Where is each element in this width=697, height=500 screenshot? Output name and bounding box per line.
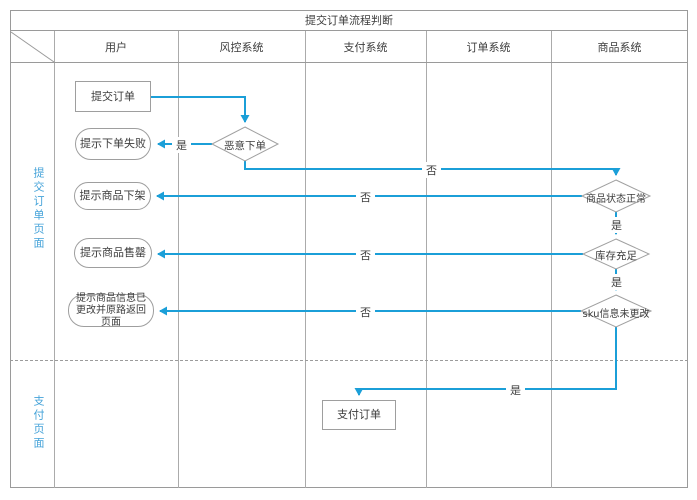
- edge-label-no: 否: [356, 247, 375, 263]
- lane-header-risk-system: 风控系统: [219, 40, 264, 54]
- header-bottom-border: [10, 62, 688, 63]
- decision-label-sku-unchanged: sku信息未更改: [582, 309, 650, 320]
- edge-label-yes: 是: [172, 137, 191, 153]
- lane-divider: [54, 31, 55, 488]
- node-product-sold-out[interactable]: 提示商品售罄: [74, 238, 152, 268]
- diagram-title: 提交订单流程判断: [10, 10, 688, 31]
- lane-divider: [551, 31, 552, 488]
- page-section-divider: [10, 360, 688, 361]
- decision-label-stock-sufficient: 库存充足: [595, 250, 637, 262]
- node-order-fail[interactable]: 提示下单失败: [75, 128, 151, 160]
- edge-label-no: 否: [356, 304, 375, 320]
- lane-header-payment-system: 支付系统: [343, 40, 388, 54]
- node-product-off-shelf[interactable]: 提示商品下架: [74, 182, 151, 210]
- lane-header-order-system: 订单系统: [466, 40, 511, 54]
- node-product-info-changed[interactable]: 提示商品信息已更改并原路返回页面: [68, 293, 154, 328]
- page-row-label-payment-page: 支付页面: [32, 395, 45, 451]
- node-pay-order[interactable]: 支付订单: [322, 400, 396, 430]
- edge-label-no: 否: [356, 189, 375, 205]
- lane-divider: [178, 31, 179, 488]
- lane-divider: [426, 31, 427, 488]
- lane-header-user: 用户: [105, 40, 127, 54]
- edge-label-no: 否: [422, 162, 441, 178]
- edge-label-yes: 是: [506, 382, 525, 398]
- decision-label-malicious-order: 恶意下单: [224, 140, 266, 152]
- node-submit-order[interactable]: 提交订单: [75, 81, 151, 112]
- edge-label-yes: 是: [607, 274, 626, 290]
- page-row-label-submit-order-page: 提交订单页面: [32, 167, 45, 251]
- edge-label-yes: 是: [607, 217, 626, 233]
- lane-header-product-system: 商品系统: [597, 40, 642, 54]
- decision-label-product-status-ok: 商品状态正常: [586, 194, 646, 205]
- lane-divider: [305, 31, 306, 488]
